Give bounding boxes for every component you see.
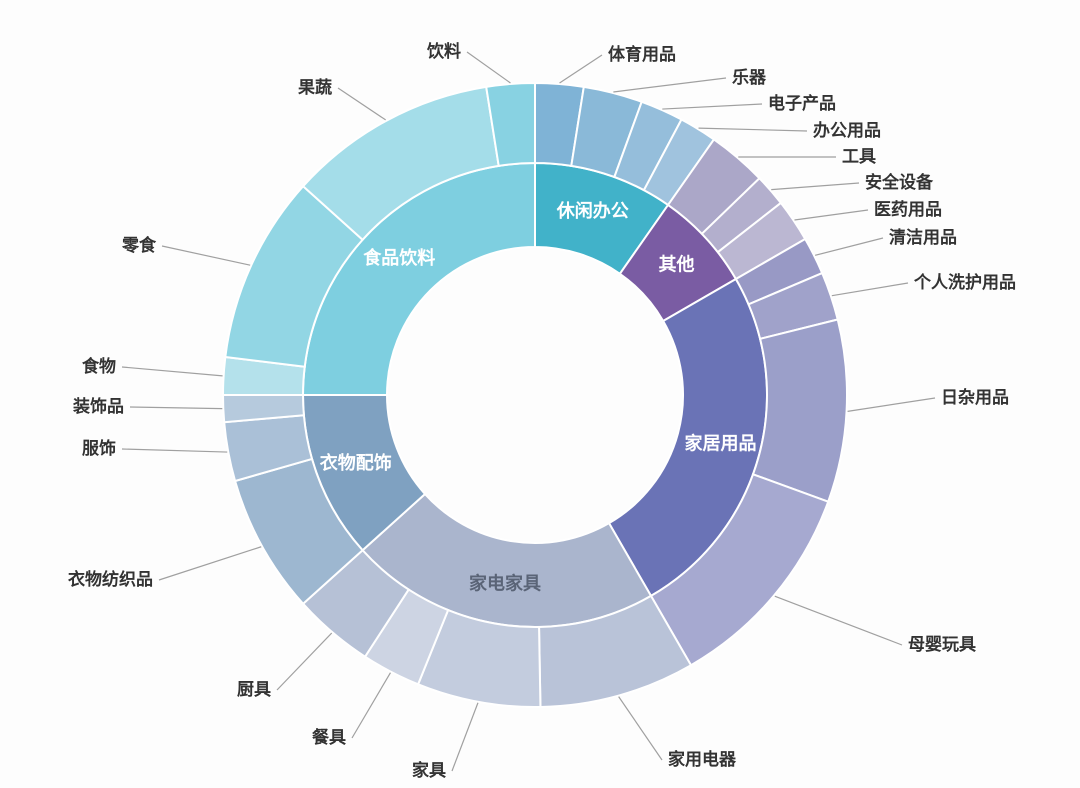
leader-line-2-0 [814,237,884,256]
leader-line-3-3 [276,632,333,691]
outer-segment-label-1-1: 安全设备 [865,172,934,193]
leader-line-4-0 [158,546,262,581]
leader-line-5-0 [121,366,223,377]
inner-segment-label-0: 休闲办公 [556,200,629,222]
leader-line-2-3 [774,595,903,646]
leader-line-0-2 [662,103,763,110]
leader-line-3-1 [451,702,479,772]
outer-segment-label-5-1: 零食 [121,235,157,256]
outer-segment-label-4-0: 衣物纺织品 [68,569,153,590]
outer-segment-label-2-3: 母婴玩具 [908,635,976,655]
outer-segment-label-2-0: 清洁用品 [889,227,957,248]
outer-segment-label-0-2: 电子产品 [768,93,836,114]
outer-segment-5-3 [485,81,536,168]
leader-line-3-0 [618,696,663,761]
outer-segment-label-0-0: 体育用品 [608,44,676,65]
leader-line-1-1 [771,182,860,191]
outer-segment-label-5-2: 果蔬 [298,78,332,98]
leader-line-5-2 [337,87,386,121]
outer-segment-label-3-2: 餐具 [312,727,346,748]
outer-segment-label-2-1: 个人洗护用品 [913,272,1016,293]
outer-segment-label-3-0: 家用电器 [668,749,737,770]
outer-segment-label-3-1: 家具 [412,760,446,781]
outer-segment-label-5-3: 饮料 [426,41,461,62]
inner-segment-label-2: 家居用品 [684,433,756,455]
outer-segment-label-5-0: 食物 [82,356,116,377]
leader-line-0-0 [559,54,603,84]
leader-line-1-2 [794,209,869,221]
outer-segment-label-4-1: 服饰 [82,438,116,459]
inner-segment-label-4: 衣物配饰 [320,452,392,474]
leader-line-0-1 [613,77,727,93]
inner-segment-label-5: 食品饮料 [362,247,435,269]
outer-segment-label-0-1: 乐器 [732,68,767,88]
outer-segment-label-1-0: 工具 [842,147,876,167]
outer-segment-label-4-2: 装饰品 [72,396,124,417]
outer-segment-label-2-2: 日杂用品 [941,387,1009,408]
leader-line-5-3 [466,51,511,84]
leader-line-3-2 [351,672,391,739]
outer-segment-label-0-3: 办公用品 [813,120,881,141]
outer-segment-label-1-2: 医药用品 [874,199,942,220]
inner-segment-label-3: 家电家具 [469,573,541,595]
outer-segment-label-3-3: 厨具 [237,680,271,700]
leader-line-0-3 [698,127,808,132]
leader-line-2-2 [847,397,936,412]
leader-line-2-1 [831,282,909,297]
leader-line-4-1 [121,448,228,453]
outer-segment-2-2 [751,318,848,503]
leader-line-4-2 [129,406,223,410]
inner-segment-label-1: 其他 [659,253,695,275]
leader-line-5-1 [161,245,251,266]
